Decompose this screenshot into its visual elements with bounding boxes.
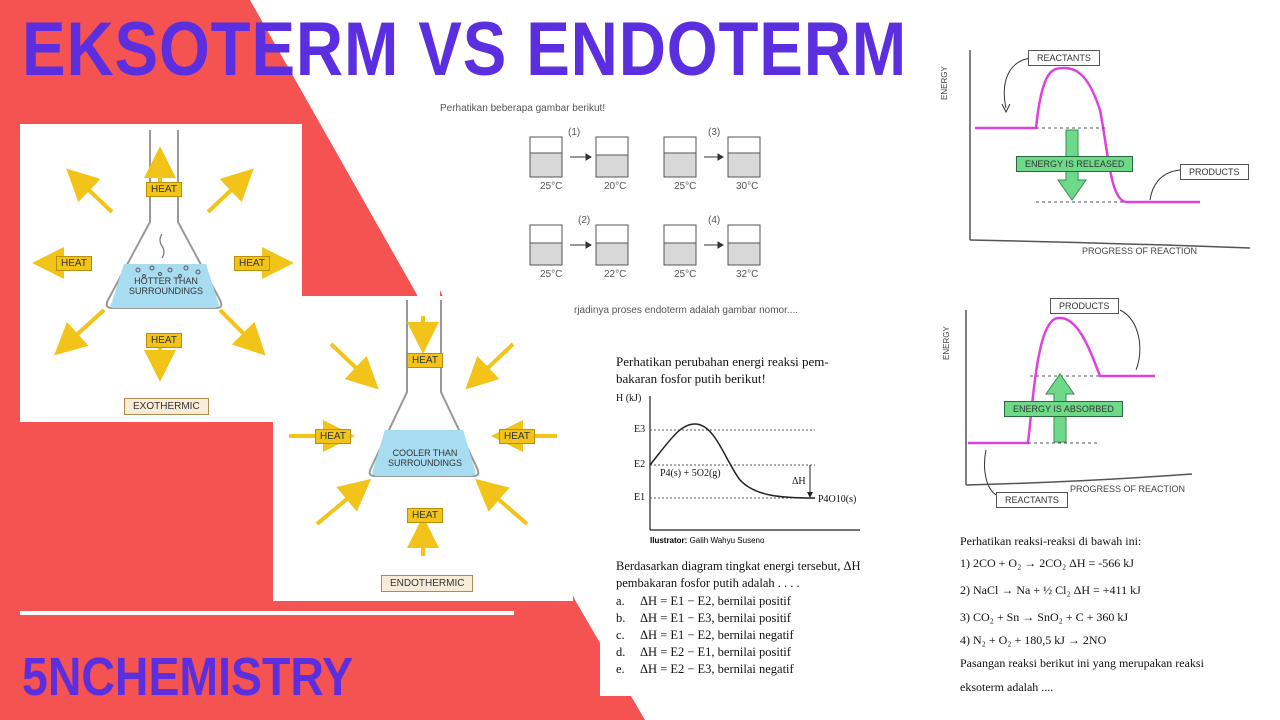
heat-label: HEAT [146,333,182,348]
beaker-number: (1) [568,127,581,138]
heat-label: HEAT [499,429,535,444]
x-axis-label: PROGRESS OF REACTION [1070,484,1186,494]
energy-absorbed-box: ENERGY IS ABSORBED [1004,401,1123,417]
heat-label: HEAT [56,256,92,271]
energy-released-box: ENERGY IS RELEASED [1016,156,1134,172]
product-label: P4O10(s) [818,494,857,505]
endothermic-energy-diagram: ENERGY PROGRESS OF REACTION PRODUCTS REA… [930,290,1260,520]
exothermic-flask-illustration [32,130,294,382]
beaker-temp-after: 20°C [604,181,627,192]
option-text: ΔH = E1 − E3, bernilai positif [640,611,791,625]
beaker-footer: rjadinya proses endoterm adalah gambar n… [574,305,799,316]
beaker-temp-before: 25°C [674,181,697,192]
heat-label: HEAT [407,353,443,368]
endothermic-panel: HEAT HEAT HEAT HEAT COOLER THAN SURROUND… [273,296,573,601]
reaction-closing-line2: eksoterm adalah .... [960,680,1054,694]
beaker-number: (3) [708,127,721,138]
option-text: ΔH = E2 − E3, bernilai negatif [640,662,794,676]
reactant-label: P4(s) + 5O2(g) [660,468,721,479]
products-label: PRODUCTS [1050,298,1119,314]
phosphor-question-panel: Perhatikan perubahan energi reaksi pem- … [600,340,900,696]
e3-label: E3 [634,424,646,435]
beaker-question-panel: Perhatikan beberapa gambar berikut! (1) … [420,95,820,325]
divider-line [20,611,514,615]
option-text: ΔH = E1 − E2, bernilai positif [640,594,791,608]
endothermic-flask-illustration [289,300,557,556]
heat-label: HEAT [146,182,182,197]
option-text: ΔH = E2 − E1, bernilai positif [640,645,791,659]
beaker-temp-after: 32°C [736,269,759,280]
reactants-label: REACTANTS [996,492,1068,508]
channel-brand: 5NCHEMISTRY [22,647,354,707]
beaker-number: (4) [708,215,721,226]
phosphor-question-line1: Berdasarkan diagram tingkat energi terse… [616,559,861,573]
beaker-intro: Perhatikan beberapa gambar berikut! [440,103,606,114]
option-letter: b. [616,611,626,625]
beaker-temp-after: 22°C [604,269,627,280]
beaker-temp-before: 25°C [540,181,563,192]
reaction-closing-line1: Pasangan reaksi berikut ini yang merupak… [960,656,1204,670]
exothermic-panel: HEAT HEAT HEAT HEAT HOTTER THAN SURROUND… [20,124,302,422]
beaker-temp-after: 30°C [736,181,759,192]
option-letter: d. [616,645,626,659]
e2-label: E2 [634,459,646,470]
option-letter: a. [616,594,625,608]
heat-label: HEAT [407,508,443,523]
beaker-temp-before: 25°C [540,269,563,280]
flask-inside-text: COOLER THAN SURROUNDINGS [387,448,462,468]
beaker-number: (2) [578,215,591,226]
page-title: EKSOTERM VS ENDOTERM [22,7,908,92]
phosphor-intro-line1: Perhatikan perubahan energi reaksi pem- [616,354,829,369]
beaker-temp-before: 25°C [674,269,697,280]
reaction-item: 4) N₂ + O₂ + 180,5 kJ → 2NO [960,633,1107,647]
y-axis-label: ENERGY [940,66,949,100]
phosphor-question-line2: pembakaran fosfor putih adalah . . . . [616,576,800,590]
reaction-intro: Perhatikan reaksi-reaksi di bawah ini: [960,534,1142,548]
illustrator-credit: Ilustrator: Galih Wahyu Suseno [650,536,764,545]
reaction-item: 3) CO₂ + Sn → SnO₂ + C + 360 kJ [960,610,1129,624]
delta-h-label: ΔH [792,476,806,487]
y-axis-label: H (kJ) [616,393,642,404]
heat-label: HEAT [234,256,270,271]
x-axis-label: PROGRESS OF REACTION [1082,246,1198,256]
option-letter: c. [616,628,625,642]
reaction-item: 1) 2CO + O₂ → 2CO₂ ΔH = -566 kJ [960,556,1134,570]
option-letter: e. [616,662,625,676]
credit-label: Ilustrator: [650,536,688,545]
e1-label: E1 [634,492,646,503]
y-axis-label: ENERGY [942,326,951,360]
beakers-illustration [529,136,761,266]
reactants-label: REACTANTS [1028,50,1100,66]
reaction-item: 2) NaCl → Na + ½ Cl₂ ΔH = +411 kJ [960,583,1141,597]
reaction-question-panel: Perhatikan reaksi-reaksi di bawah ini: 1… [950,526,1260,706]
phosphor-energy-diagram [649,396,860,531]
option-text: ΔH = E1 − E2, bernilai negatif [640,628,794,642]
phosphor-intro-line2: bakaran fosfor putih berikut! [616,371,766,386]
exo-diagram-graphic [969,50,1251,249]
flask-inside-text: HOTTER THAN SURROUNDINGS [128,276,203,296]
exothermic-energy-diagram: ENERGY PROGRESS OF REACTION REACTANTS PR… [930,30,1260,270]
products-label: PRODUCTS [1180,164,1249,180]
exothermic-caption: EXOTHERMIC [124,398,209,415]
credit-name: Galih Wahyu Suseno [689,536,765,545]
endothermic-caption: ENDOTHERMIC [381,575,474,592]
heat-label: HEAT [315,429,351,444]
